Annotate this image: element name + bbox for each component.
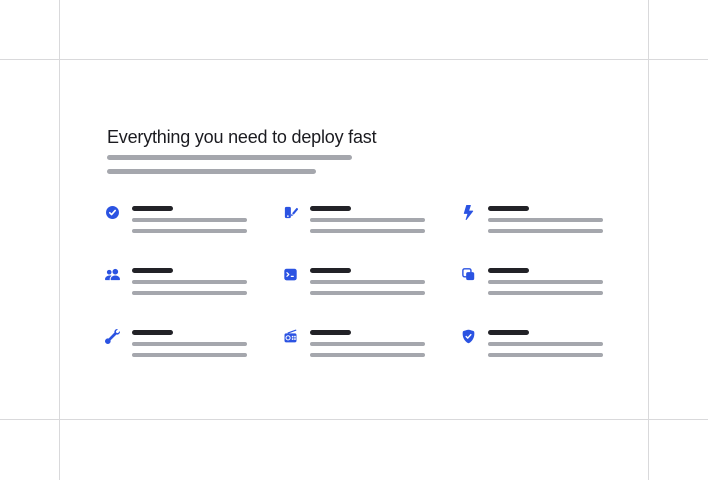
feature-title-placeholder (488, 330, 529, 335)
features-grid (105, 205, 639, 357)
feature-desc-placeholder (488, 218, 603, 222)
terminal-icon (283, 267, 298, 282)
feature-title-placeholder (310, 268, 351, 273)
feature-item (105, 267, 283, 295)
feature-placeholder-text (310, 329, 425, 357)
feature-desc-placeholder (132, 229, 247, 233)
section-heading: Everything you need to deploy fast (107, 127, 377, 147)
feature-placeholder-text (132, 329, 247, 357)
feature-desc-placeholder (132, 353, 247, 357)
bottom-frame-border (0, 419, 708, 420)
feature-desc-placeholder (310, 342, 425, 346)
feature-placeholder-text (488, 205, 603, 233)
feature-item (461, 267, 639, 295)
subtitle-placeholder-line (107, 169, 316, 174)
feature-title-placeholder (488, 268, 529, 273)
feature-item (105, 205, 283, 233)
feature-placeholder-text (488, 267, 603, 295)
feature-desc-placeholder (132, 291, 247, 295)
feature-desc-placeholder (488, 353, 603, 357)
feature-placeholder-text (310, 267, 425, 295)
feature-desc-placeholder (132, 218, 247, 222)
feature-desc-placeholder (132, 280, 247, 284)
top-frame-border (0, 59, 708, 60)
feature-placeholder-text (310, 205, 425, 233)
feature-desc-placeholder (488, 280, 603, 284)
feature-placeholder-text (132, 205, 247, 233)
feature-desc-placeholder (310, 218, 425, 222)
device-pencil-icon (283, 205, 298, 220)
radio-icon (283, 329, 298, 344)
feature-item (283, 329, 461, 357)
feature-desc-placeholder (132, 342, 247, 346)
left-frame-border (59, 0, 60, 480)
feature-title-placeholder (310, 206, 351, 211)
feature-item (283, 205, 461, 233)
shield-check-icon (461, 329, 476, 344)
feature-desc-placeholder (488, 342, 603, 346)
wrench-icon (105, 329, 120, 344)
feature-placeholder-text (488, 329, 603, 357)
check-circle-icon (105, 205, 120, 220)
feature-item (283, 267, 461, 295)
feature-title-placeholder (132, 268, 173, 273)
copy-icon (461, 267, 476, 282)
feature-desc-placeholder (310, 280, 425, 284)
people-icon (105, 267, 120, 282)
feature-desc-placeholder (310, 353, 425, 357)
right-frame-border (648, 0, 649, 480)
feature-item (461, 329, 639, 357)
feature-item (461, 205, 639, 233)
feature-item (105, 329, 283, 357)
lightning-icon (461, 205, 476, 220)
feature-title-placeholder (310, 330, 351, 335)
feature-title-placeholder (132, 206, 173, 211)
feature-desc-placeholder (310, 291, 425, 295)
feature-title-placeholder (132, 330, 173, 335)
feature-desc-placeholder (488, 229, 603, 233)
feature-title-placeholder (488, 206, 529, 211)
section-header: Everything you need to deploy fast (107, 124, 377, 174)
feature-desc-placeholder (488, 291, 603, 295)
feature-desc-placeholder (310, 229, 425, 233)
subtitle-placeholder-line (107, 155, 352, 160)
feature-placeholder-text (132, 267, 247, 295)
